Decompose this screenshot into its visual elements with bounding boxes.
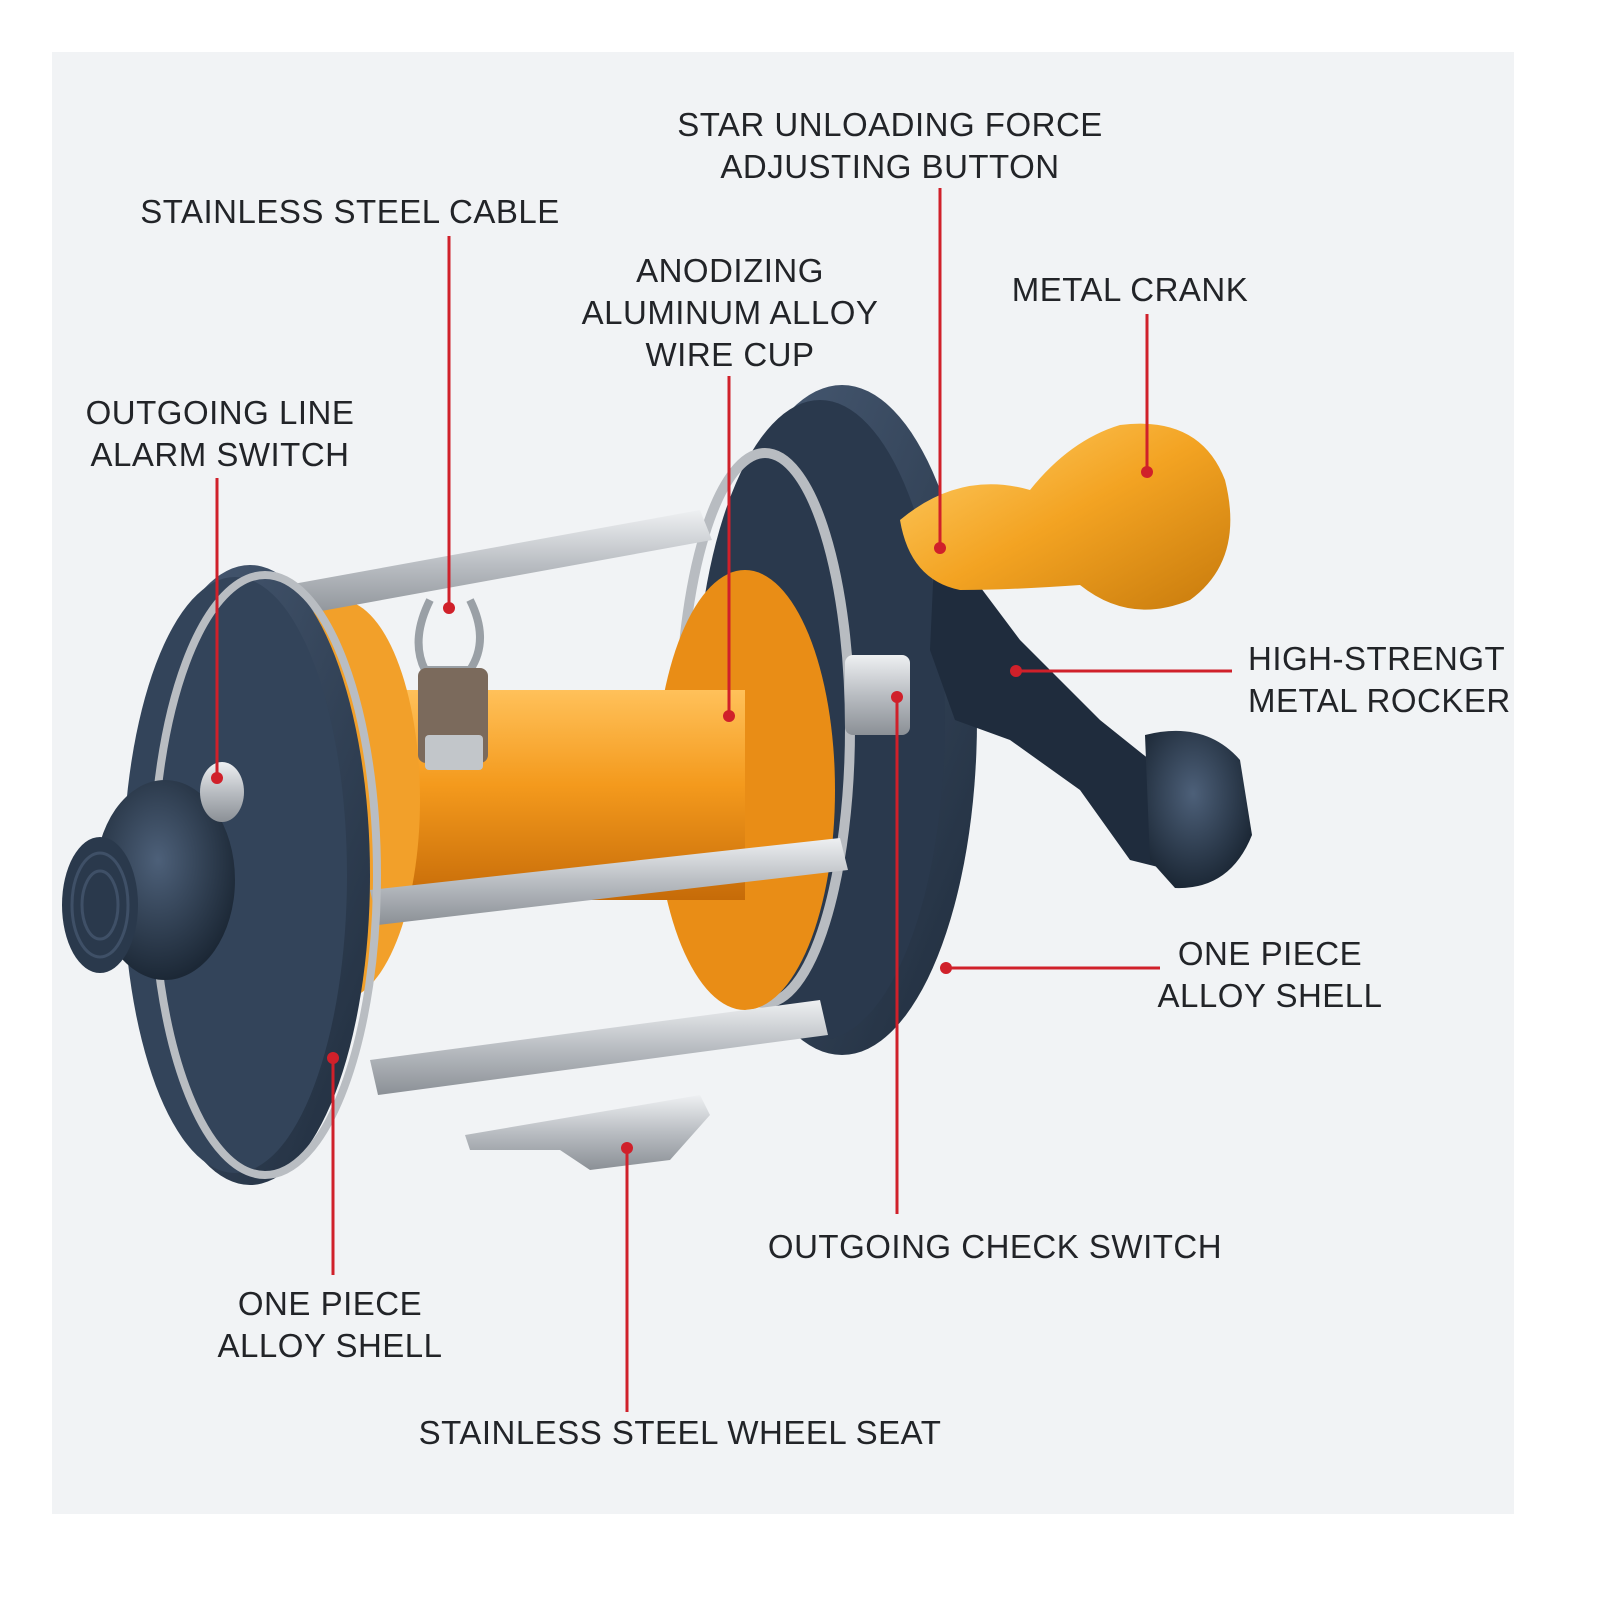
label-metal-crank: METAL CRANK	[1011, 271, 1249, 308]
leader-alarm-switch-dot	[211, 772, 223, 784]
leader-star-drag-dot	[934, 542, 946, 554]
label-shell-right: ONE PIECE ALLOY SHELL	[1157, 935, 1383, 1014]
label-wheel-seat: STAINLESS STEEL WHEEL SEAT	[418, 1414, 942, 1451]
frame-pillars	[260, 510, 848, 1095]
leader-wire-cup-dot	[723, 710, 735, 722]
label-wire-cup: ANODIZING ALUMINUM ALLOY WIRE CUP	[581, 252, 879, 373]
left-side-plate	[123, 565, 381, 1185]
label-stainless-cable: STAINLESS STEEL CABLE	[140, 193, 560, 230]
label-alarm-switch: OUTGOING LINE ALARM SWITCH	[85, 394, 355, 473]
leader-shell-right-dot	[940, 962, 952, 974]
crank-arm	[930, 540, 1252, 889]
leader-metal-crank-dot	[1141, 466, 1153, 478]
label-shell-left: ONE PIECE ALLOY SHELL	[217, 1285, 443, 1364]
alarm-switch-knob	[200, 762, 244, 822]
label-star-drag: STAR UNLOADING FORCE ADJUSTING BUTTON	[677, 106, 1103, 185]
leader-lines	[211, 188, 1232, 1412]
left-end-cap	[62, 780, 235, 980]
leader-stainless-cable-dot	[443, 602, 455, 614]
leader-check-switch-dot	[891, 691, 903, 703]
line-guide	[414, 598, 488, 770]
label-check-switch: OUTGOING CHECK SWITCH	[767, 1228, 1223, 1265]
leader-metal-rocker-dot	[1010, 665, 1022, 677]
leader-shell-left-dot	[327, 1052, 339, 1064]
label-metal-rocker: HIGH-STRENGT METAL ROCKER	[1248, 640, 1511, 719]
wheel-seat	[465, 1095, 710, 1170]
check-switch-knob	[845, 655, 910, 735]
leader-wheel-seat-dot	[621, 1142, 633, 1154]
